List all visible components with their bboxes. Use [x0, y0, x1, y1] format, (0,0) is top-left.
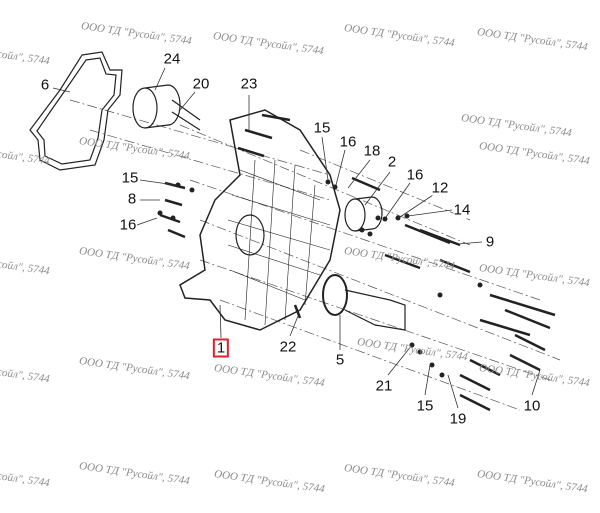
callout-18[interactable]: 18	[363, 142, 381, 160]
callout-16[interactable]: 16	[119, 216, 137, 234]
callout-20[interactable]: 20	[192, 75, 210, 93]
callout-2[interactable]: 2	[387, 153, 397, 171]
housing-ribs	[227, 159, 331, 326]
gear-part-5	[322, 274, 348, 316]
callout-12[interactable]: 12	[431, 179, 449, 197]
cover-part-2	[344, 198, 366, 232]
callout-19[interactable]: 19	[449, 410, 467, 428]
bolts	[159, 113, 556, 412]
callout-15[interactable]: 15	[416, 397, 434, 415]
callout-16[interactable]: 16	[339, 133, 357, 151]
pulley-part-24	[132, 87, 158, 129]
nuts-washers	[157, 179, 483, 378]
callout-8[interactable]: 8	[127, 190, 137, 208]
callout-5[interactable]: 5	[335, 351, 345, 369]
callout-24[interactable]: 24	[163, 50, 181, 68]
callout-15[interactable]: 15	[121, 169, 139, 187]
callout-9[interactable]: 9	[485, 233, 495, 251]
housing-part-1	[179, 109, 341, 331]
gasket-part-6	[29, 51, 123, 171]
leader-lines	[52, 67, 541, 409]
callout-10[interactable]: 10	[523, 397, 541, 415]
callout-21[interactable]: 21	[375, 377, 393, 395]
callout-14[interactable]: 14	[453, 201, 471, 219]
callout-1[interactable]: 1	[212, 338, 230, 358]
callout-15[interactable]: 15	[313, 119, 331, 137]
callout-23[interactable]: 23	[240, 75, 258, 93]
callout-16[interactable]: 16	[406, 166, 424, 184]
callout-22[interactable]: 22	[279, 338, 297, 356]
callout-6[interactable]: 6	[40, 76, 50, 94]
